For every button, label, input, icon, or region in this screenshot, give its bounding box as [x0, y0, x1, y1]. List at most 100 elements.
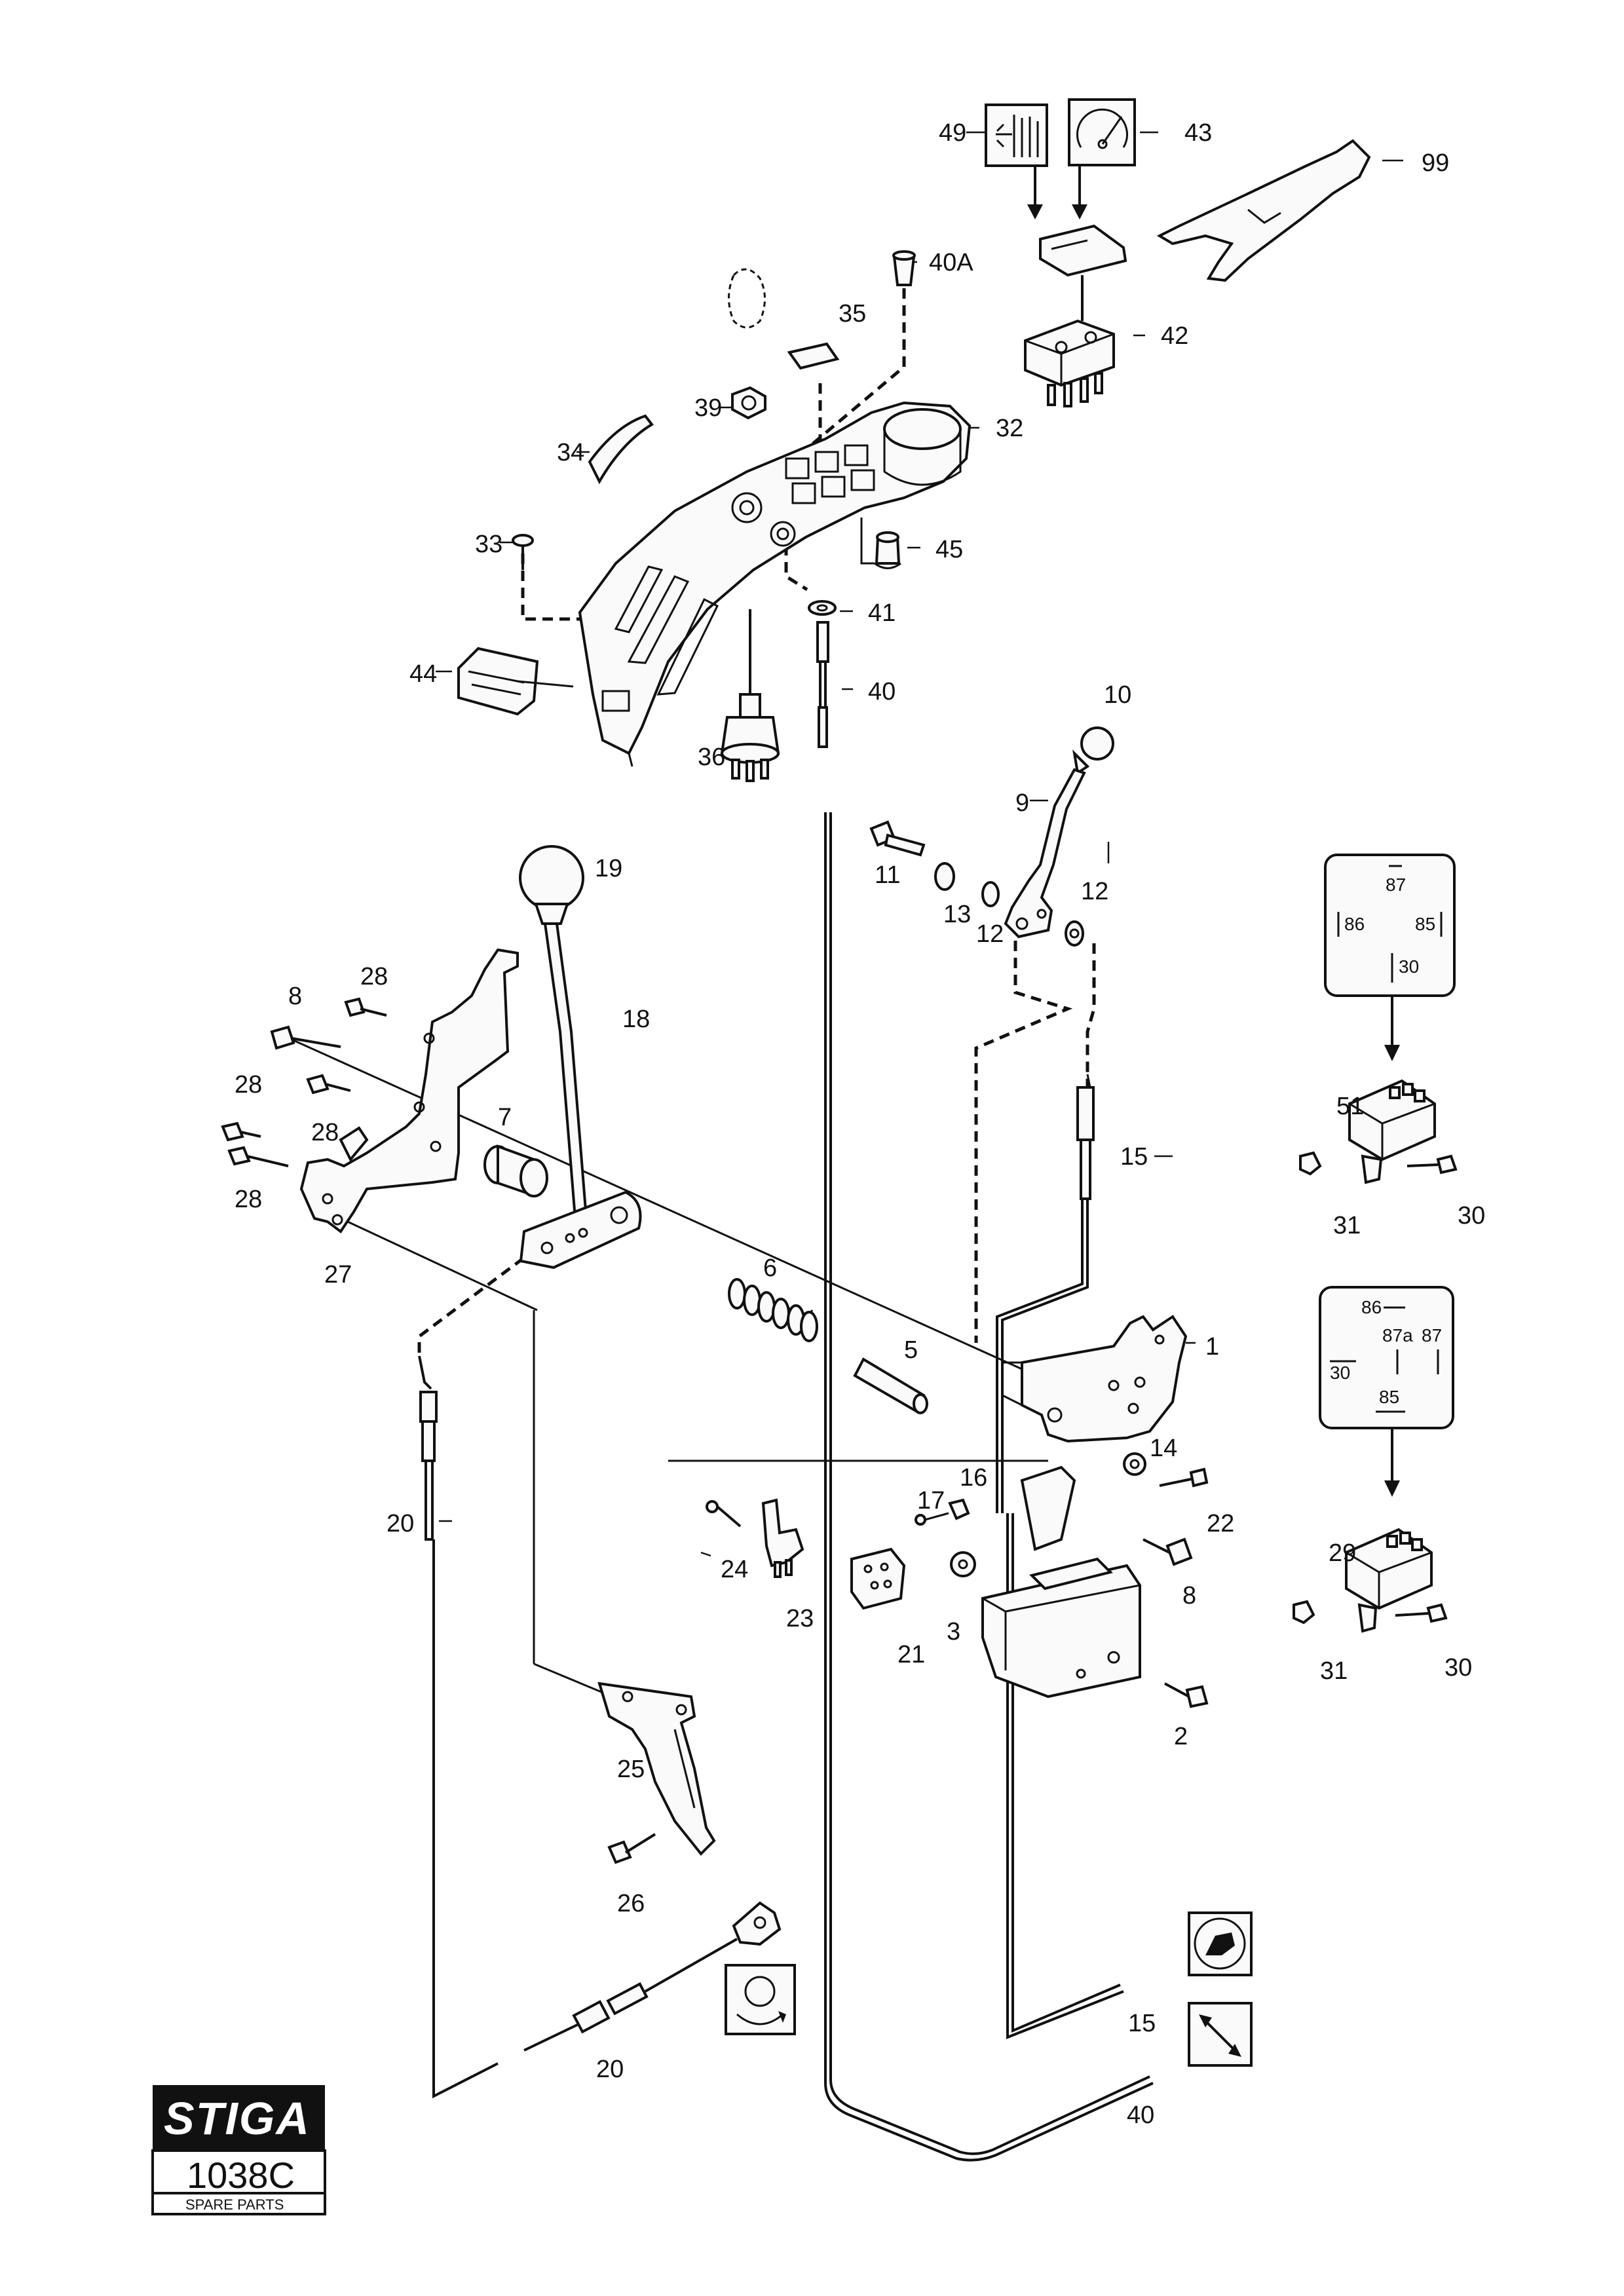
callout-c36: 36 — [698, 743, 725, 771]
bracket-25 — [597, 1682, 716, 1856]
cable-runs — [281, 812, 1154, 2162]
callout-c22: 22 — [1207, 1510, 1234, 1537]
relay-b-pin-86: 86 — [1361, 1297, 1382, 1317]
callout-c29: 29 — [1329, 1539, 1356, 1567]
callout-c11: 11 — [875, 861, 900, 889]
relay-diagram-b: 86 87a 87 30 85 — [1319, 1286, 1454, 1497]
pipe-5 — [853, 1357, 928, 1414]
callout-c18: 18 — [622, 1006, 650, 1033]
callout-c40b: 40 — [1127, 2101, 1154, 2129]
nut-14 — [1123, 1452, 1146, 1476]
plug-35 — [787, 342, 840, 370]
callout-c31b: 31 — [1320, 1657, 1348, 1685]
relay-a-pin-85: 85 — [1415, 914, 1435, 934]
callout-c44: 44 — [409, 660, 437, 688]
button-45 — [860, 518, 901, 569]
relay-diagram-a: 87 86 85 30 — [1324, 854, 1456, 1061]
relay-a-pin-86: 86 — [1344, 914, 1365, 934]
callout-c12b: 12 — [976, 920, 1004, 948]
callout-c30b: 30 — [1445, 1654, 1472, 1682]
callout-c42: 42 — [1161, 322, 1188, 350]
callout-c45: 45 — [935, 536, 963, 563]
decal-43 — [1068, 98, 1136, 166]
callout-c5: 5 — [904, 1336, 918, 1364]
callout-c33: 33 — [475, 531, 502, 558]
spring-6 — [728, 1278, 818, 1342]
washer-41 — [808, 600, 837, 616]
relay-a-pin-87: 87 — [1386, 875, 1406, 895]
callout-c28a: 28 — [360, 963, 388, 990]
callout-c20a: 20 — [387, 1510, 414, 1537]
switch-42 — [1024, 224, 1127, 407]
bolt-11 — [869, 820, 926, 857]
callout-c24: 24 — [721, 1556, 748, 1583]
screw-24 — [706, 1500, 742, 1528]
icon-fast-speed — [1188, 1911, 1253, 1976]
callout-c43: 43 — [1184, 119, 1212, 147]
callout-c12a: 12 — [1081, 878, 1108, 905]
callout-c39: 39 — [694, 394, 722, 422]
relay-29 — [1293, 1528, 1448, 1633]
knob-19 — [519, 845, 584, 925]
callout-c6: 6 — [763, 1254, 777, 1282]
callout-c19: 19 — [595, 855, 622, 882]
callout-c28b: 28 — [235, 1071, 262, 1099]
callout-c27: 27 — [324, 1261, 352, 1289]
switch-44 — [457, 647, 574, 716]
logo-subtitle: SPARE PARTS — [185, 2196, 284, 2213]
key-switch-head — [728, 268, 766, 329]
logo-brand: STIGA — [164, 2093, 311, 2144]
dashed-assembly-lines — [417, 288, 1096, 1356]
small-hardware — [915, 1467, 1209, 1708]
decal-49 — [985, 104, 1048, 167]
callout-c13: 13 — [943, 901, 971, 928]
callout-c17: 17 — [917, 1487, 945, 1515]
console-32 — [578, 401, 972, 767]
relay-b-pin-85: 85 — [1379, 1387, 1399, 1407]
callout-c2: 2 — [1174, 1723, 1188, 1750]
cable-20-upper — [418, 1355, 438, 1541]
callout-c14: 14 — [1150, 1435, 1177, 1462]
callout-c20b: 20 — [596, 2056, 624, 2083]
lever-plate — [519, 1190, 642, 1270]
callout-c28c: 28 — [311, 1119, 339, 1146]
callout-c41: 41 — [868, 599, 896, 627]
relay-51 — [1299, 1079, 1458, 1184]
callout-c30a: 30 — [1458, 1202, 1485, 1230]
screw-33 — [512, 534, 534, 570]
callout-c1: 1 — [1205, 1333, 1219, 1361]
cable-end-40 — [816, 621, 829, 748]
callout-c32: 32 — [996, 415, 1023, 442]
callout-c15a: 15 — [1120, 1143, 1148, 1171]
housing-bracket — [981, 1465, 1141, 1699]
callout-c40A: 40A — [929, 249, 973, 276]
washers-12-13 — [934, 862, 1084, 947]
callout-c23: 23 — [786, 1605, 814, 1632]
callout-c35: 35 — [839, 300, 866, 328]
bushing-7 — [483, 1144, 548, 1197]
bracket-27 — [299, 948, 519, 1233]
callout-c26: 26 — [617, 1890, 645, 1917]
callout-c34: 34 — [557, 439, 584, 466]
relay-b-pin-87: 87 — [1422, 1325, 1442, 1346]
icon-blade-engage — [725, 1964, 796, 2035]
relay-b-pin-30: 30 — [1330, 1363, 1350, 1383]
callout-c10: 10 — [1104, 681, 1131, 709]
handle-34 — [588, 414, 654, 485]
lever-18 — [543, 922, 588, 1220]
cable-15-upper — [1076, 1074, 1095, 1200]
cable-20-lower — [572, 1901, 782, 2034]
knob-10 — [1072, 726, 1114, 776]
callout-c28d: 28 — [235, 1186, 262, 1213]
callout-c3: 3 — [947, 1618, 960, 1646]
icon-slow-speed — [1188, 2002, 1253, 2067]
relay-a-pin-30: 30 — [1399, 956, 1419, 977]
callout-c51: 51 — [1336, 1093, 1364, 1120]
switch-23 — [761, 1498, 804, 1578]
callout-c8a: 8 — [288, 983, 302, 1010]
ignition-switch-36 — [720, 609, 780, 782]
callout-c40a: 40 — [868, 678, 896, 706]
lever-9 — [1004, 768, 1086, 939]
screws-28-8 — [221, 997, 387, 1167]
